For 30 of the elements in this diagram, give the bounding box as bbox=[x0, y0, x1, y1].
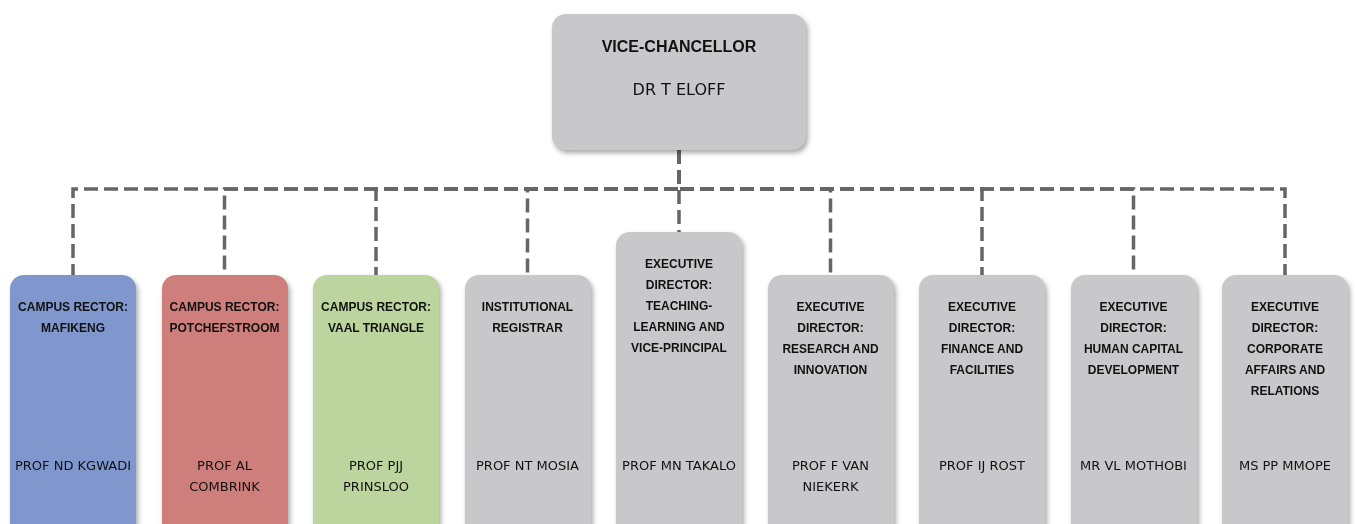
person-name: PROF PJJ PRINSLOO bbox=[342, 457, 410, 496]
position-title: EXECUTIVE DIRECTOR: CORPORATE AFFAIRS AND RELATIONS bbox=[1243, 299, 1327, 400]
position-box bbox=[919, 275, 1045, 524]
position-title: EXECUTIVE DIRECTOR: TEACHING-LEARNING AND VICE-PRINCIPAL bbox=[630, 256, 728, 357]
person-name: MR VL MOTHOBI bbox=[1079, 457, 1188, 475]
position-box bbox=[10, 275, 136, 524]
person-name: PROF MN TAKALO bbox=[621, 457, 737, 475]
position-title: CAMPUS RECTOR: VAAL TRIANGLE bbox=[320, 299, 432, 337]
person-name: DR T ELOFF bbox=[632, 79, 726, 100]
position-title: EXECUTIVE DIRECTOR: RESEARCH AND INNOVATION bbox=[781, 299, 880, 379]
position-box bbox=[616, 232, 742, 524]
person-name: PROF ND KGWADI bbox=[14, 457, 132, 475]
position-title: INSTITUTIONAL REGISTRAR bbox=[480, 299, 575, 337]
position-title: EXECUTIVE DIRECTOR: FINANCE AND FACILITIES bbox=[939, 299, 1025, 379]
person-name: PROF NT MOSIA bbox=[475, 457, 580, 475]
position-box bbox=[1070, 275, 1197, 524]
position-box bbox=[767, 275, 894, 524]
position-box bbox=[313, 275, 439, 524]
person-name: MS PP MMOPE bbox=[1237, 457, 1333, 475]
person-name: PROF F VAN NIEKERK bbox=[791, 457, 870, 496]
chancellor-box bbox=[552, 14, 806, 150]
position-title: EXECUTIVE DIRECTOR: HUMAN CAPITAL DEVELOPMENT bbox=[1082, 299, 1185, 379]
person-name: PROF IJ ROST bbox=[938, 457, 1026, 475]
position-title: VICE-CHANCELLOR bbox=[601, 37, 757, 57]
position-box bbox=[161, 275, 288, 524]
person-name: PROF AL COMBRINK bbox=[188, 457, 261, 496]
position-title: CAMPUS RECTOR: MAFIKENG bbox=[17, 299, 129, 337]
position-box bbox=[464, 275, 591, 524]
position-title: CAMPUS RECTOR: POTCHEFSTROOM bbox=[168, 299, 281, 337]
position-box bbox=[1222, 275, 1348, 524]
